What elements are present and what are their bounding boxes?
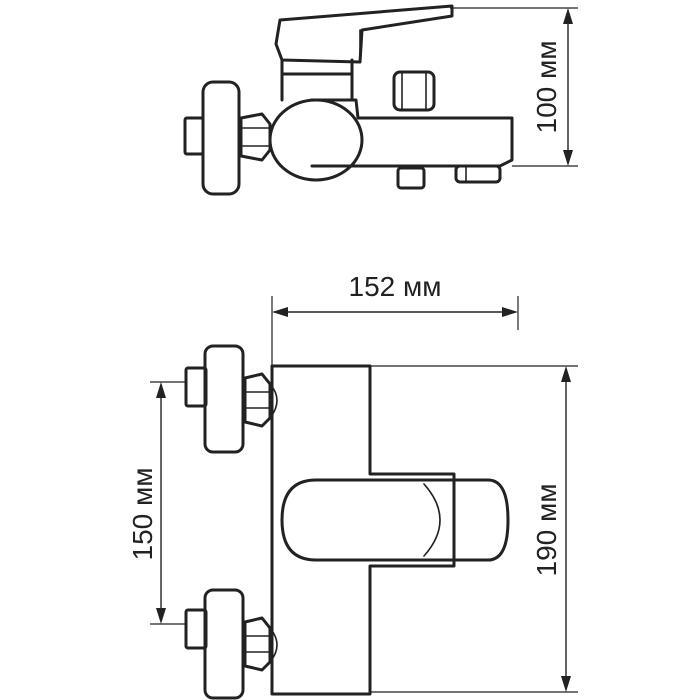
front-view (184, 344, 510, 700)
side-inlet-connector (183, 116, 205, 156)
lower-inlet-connector (184, 608, 208, 650)
lower-escutcheon (203, 588, 245, 700)
side-hex-nut (239, 112, 272, 162)
dimension-label-152: 152 мм (349, 271, 442, 302)
upper-inlet-connector (184, 366, 208, 408)
front-lower-inlet (184, 588, 278, 700)
front-body (270, 364, 456, 696)
side-body (310, 98, 514, 168)
front-upper-inlet (184, 344, 278, 454)
side-spout-outlet (396, 166, 426, 190)
dimension-label-100: 100 мм (531, 41, 562, 134)
dimension-label-150: 150 мм (127, 468, 158, 561)
side-lever-handle (274, 4, 454, 64)
front-lever-handle (280, 478, 510, 562)
dimension-inlet-spacing: 150 мм (127, 381, 186, 625)
side-diverter-knob (392, 70, 436, 112)
side-round-housing (268, 98, 364, 182)
dimension-side-height: 100 мм (450, 7, 578, 167)
side-spout-aerator (454, 164, 502, 184)
lower-hex-nut (243, 616, 272, 672)
dimension-front-width: 152 мм (271, 271, 519, 366)
side-escutcheon (201, 80, 241, 196)
dimension-label-190: 190 мм (531, 484, 562, 577)
side-view (183, 4, 514, 196)
dimension-front-height: 190 мм (370, 365, 578, 693)
upper-hex-nut (243, 372, 272, 428)
upper-escutcheon (203, 344, 245, 454)
side-cartridge-neck (280, 58, 354, 102)
